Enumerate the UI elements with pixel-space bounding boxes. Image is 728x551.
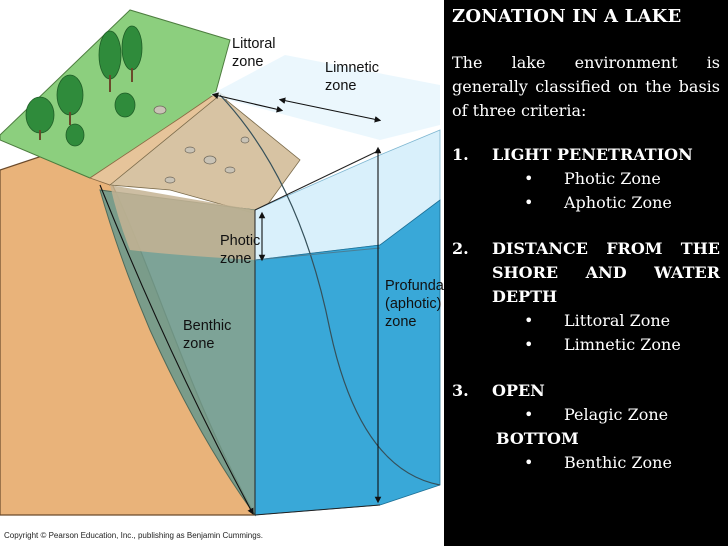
panel-intro: The lake environment is generally classi… bbox=[452, 53, 720, 120]
bullet-icon: • bbox=[524, 169, 534, 188]
label-photic-line2: zone bbox=[220, 251, 251, 267]
trees bbox=[25, 25, 143, 147]
criterion-1: 1. LIGHT PENETRATION bbox=[452, 143, 720, 167]
zone-dimension-lines bbox=[99, 92, 382, 515]
criterion-number: 1. bbox=[452, 145, 469, 164]
label-benthic-line2: zone bbox=[183, 336, 214, 352]
label-littoral-line1: Littoral bbox=[232, 36, 276, 52]
info-panel: ZONATION IN A LAKE The lake environment … bbox=[444, 0, 728, 546]
criterion-label: DISTANCE FROM THE SHORE AND WATER DEPTH bbox=[492, 239, 720, 306]
list-item: • Aphotic Zone bbox=[452, 191, 720, 215]
photic-sediment bbox=[110, 185, 255, 260]
criterion-label: LIGHT PENETRATION bbox=[492, 145, 693, 164]
criterion-label: OPEN bbox=[492, 381, 545, 400]
label-profundal-line1: Profundal bbox=[385, 278, 444, 294]
rocks bbox=[153, 105, 250, 184]
label-profundal-line3: zone bbox=[385, 314, 416, 330]
criterion-2: 2. DISTANCE FROM THE SHORE AND WATER DEP… bbox=[452, 237, 720, 309]
littoral-bottom bbox=[108, 94, 301, 216]
bullet-icon: • bbox=[524, 193, 534, 212]
list-item-label: Benthic Zone bbox=[564, 453, 672, 472]
label-photic-line1: Photic bbox=[220, 233, 260, 249]
panel-title: ZONATION IN A LAKE bbox=[452, 6, 682, 27]
copyright-note: Copyright © Pearson Education, Inc., pub… bbox=[4, 531, 263, 540]
list-item-label: Aphotic Zone bbox=[564, 193, 672, 212]
list-item: • Littoral Zone bbox=[452, 309, 720, 333]
lake-illustration: Littoral zone Limnetic zone Photic zone … bbox=[0, 9, 447, 540]
list-item-label: Limnetic Zone bbox=[564, 335, 681, 354]
bullet-icon: • bbox=[524, 311, 534, 330]
list-item-label: Pelagic Zone bbox=[564, 405, 669, 424]
benthic-region bbox=[99, 189, 256, 517]
label-profundal-line2: (aphotic) bbox=[385, 296, 441, 312]
list-item: • Pelagic Zone bbox=[452, 403, 720, 427]
label-littoral-line2: zone bbox=[232, 54, 263, 70]
criterion-3-sub-label: BOTTOM bbox=[496, 429, 579, 448]
criterion-number: 2. bbox=[452, 239, 469, 258]
criterion-number: 3. bbox=[452, 381, 469, 400]
lake-bottom-curve bbox=[219, 94, 441, 486]
list-item: • Photic Zone bbox=[452, 167, 720, 191]
criterion-3: 3. OPEN bbox=[452, 379, 720, 403]
bullet-icon: • bbox=[524, 453, 534, 472]
list-item: • Benthic Zone bbox=[452, 451, 720, 475]
bullet-icon: • bbox=[524, 405, 534, 424]
label-limnetic-line2: zone bbox=[325, 78, 356, 94]
list-item: • Limnetic Zone bbox=[452, 333, 720, 357]
bullet-icon: • bbox=[524, 335, 534, 354]
lake-zonation-diagram: Littoral zone Limnetic zone Photic zone … bbox=[0, 9, 447, 540]
list-item-label: Photic Zone bbox=[564, 169, 661, 188]
label-benthic-line1: Benthic bbox=[183, 318, 231, 334]
list-item-label: Littoral Zone bbox=[564, 311, 671, 330]
label-limnetic-line1: Limnetic bbox=[325, 60, 379, 76]
